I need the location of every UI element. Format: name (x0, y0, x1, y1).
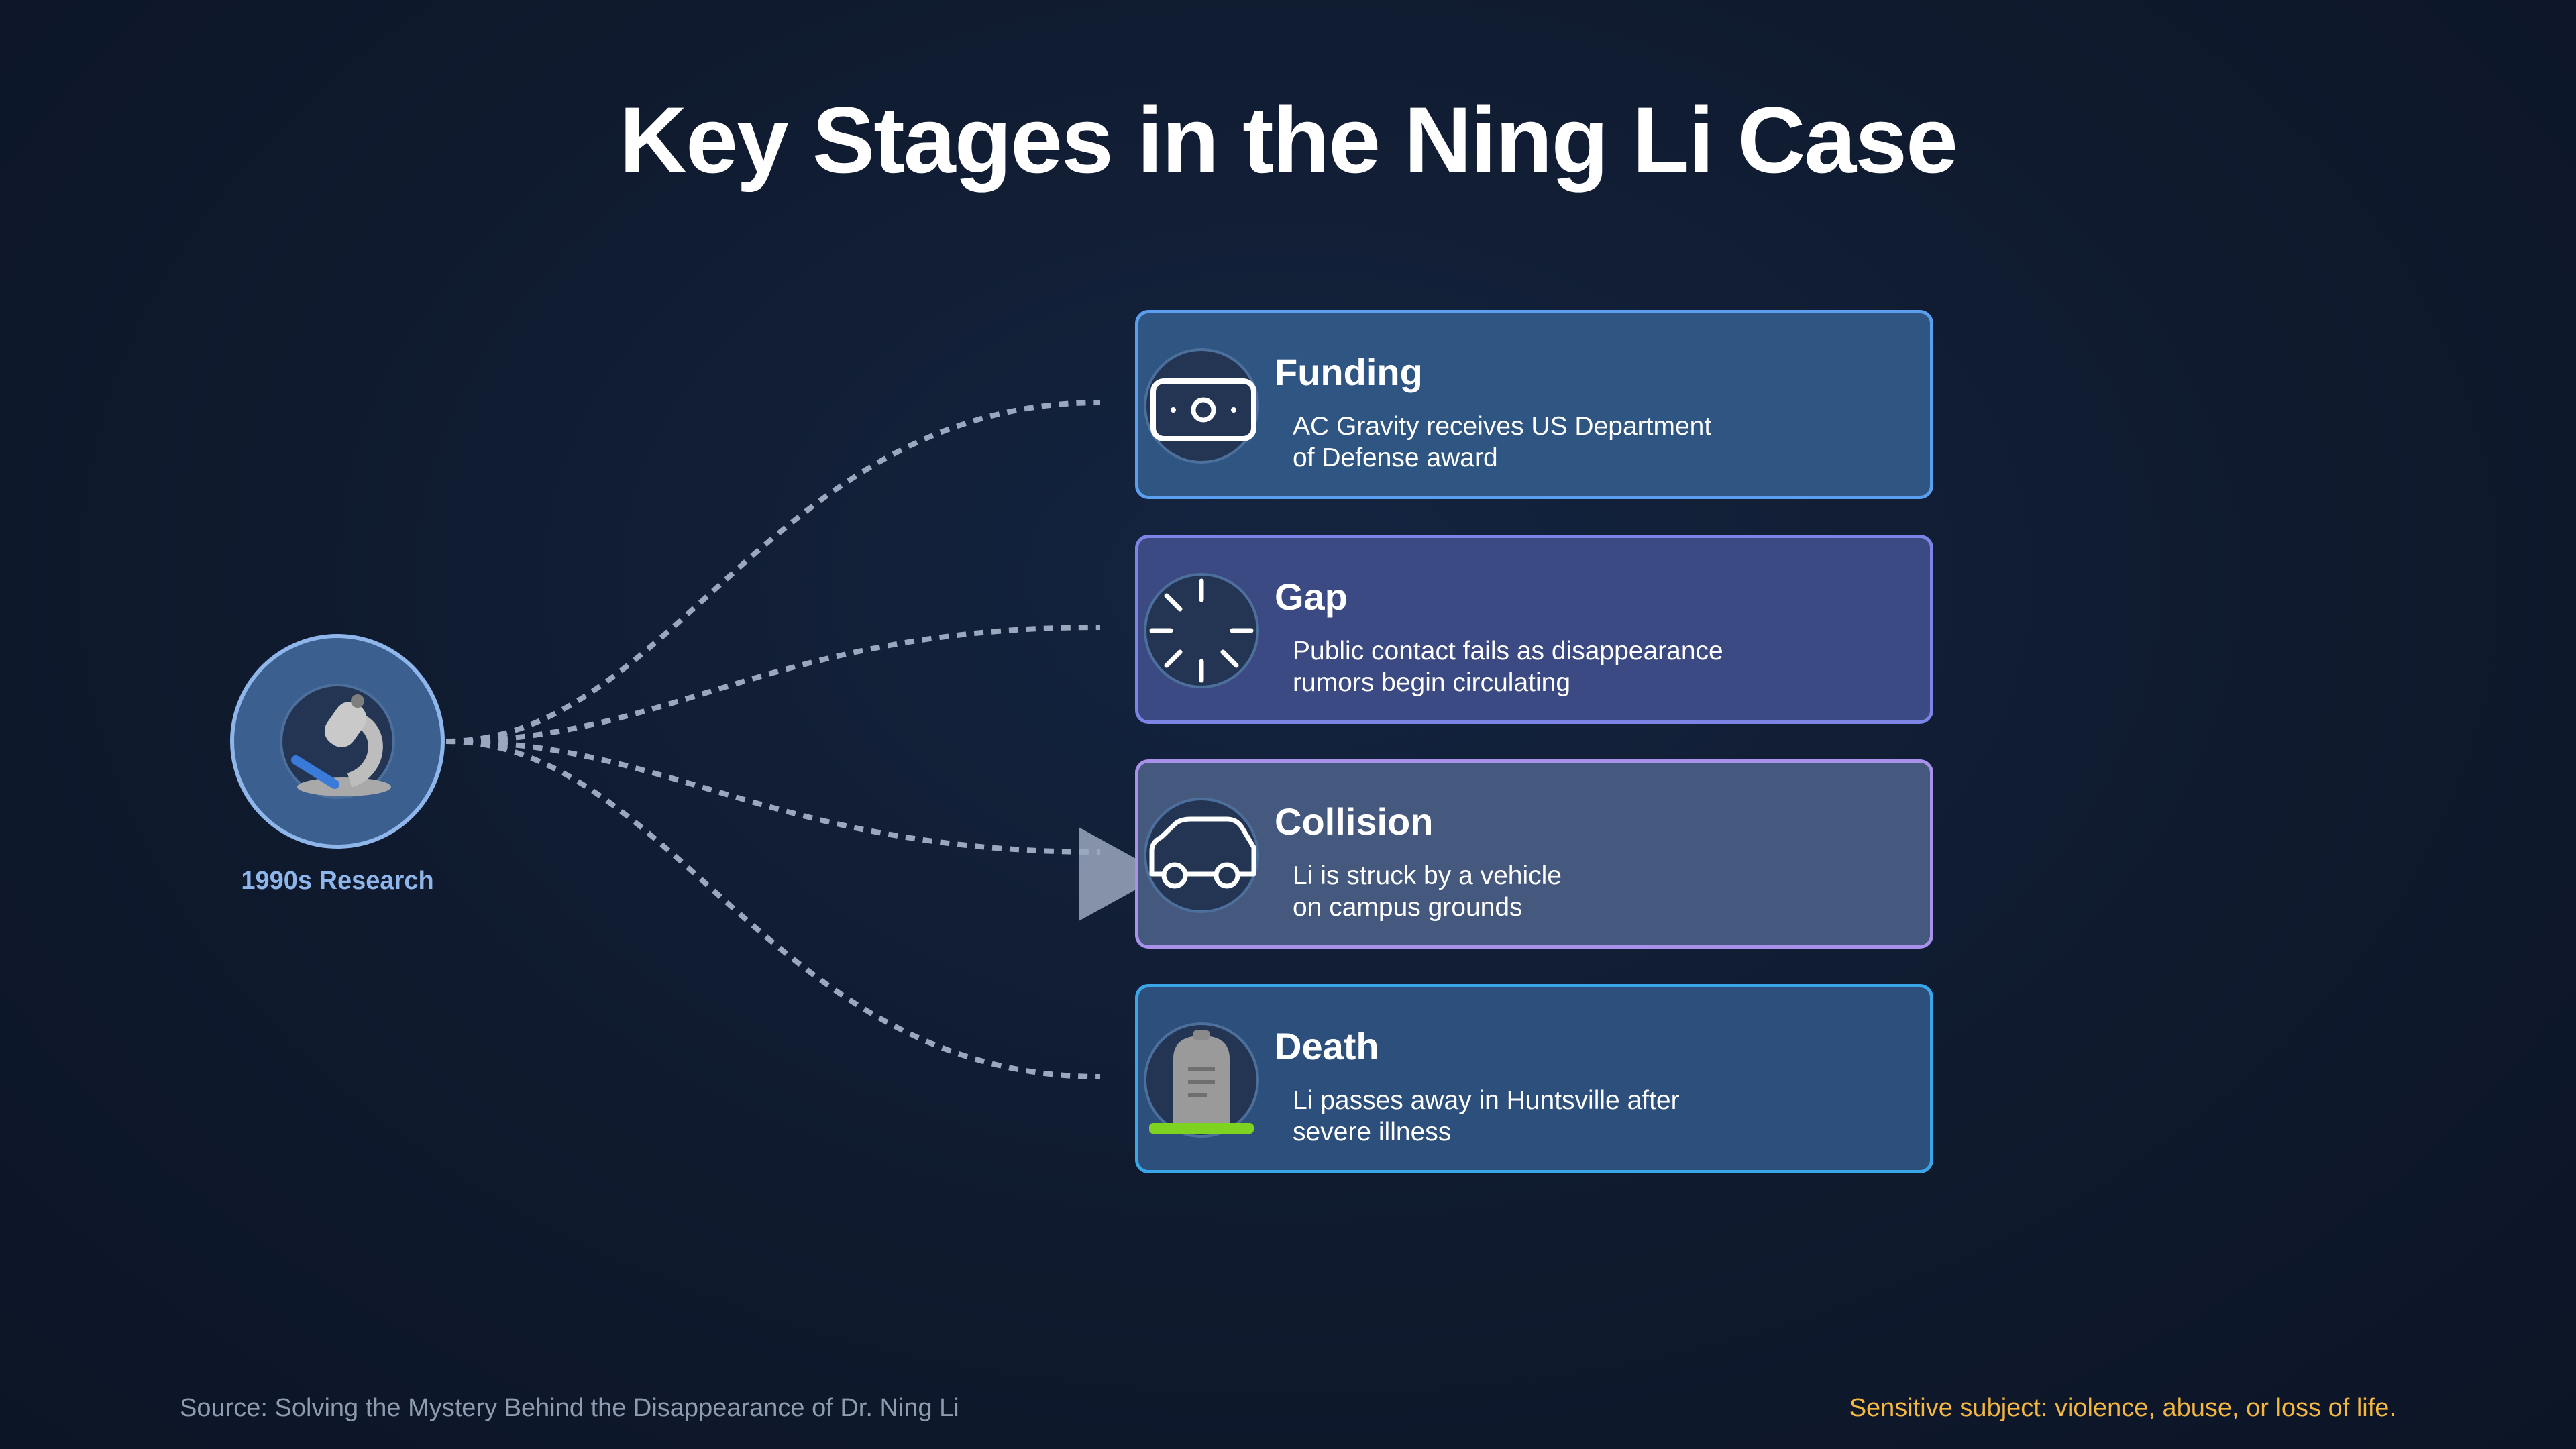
stage-title: Collision (1275, 800, 1434, 843)
stage-description-line: Li is struck by a vehicle (1293, 861, 1562, 890)
content-warning: Sensitive subject: violence, abuse, or l… (1849, 1394, 2396, 1422)
stage-description-line: rumors begin circulating (1293, 668, 1571, 697)
arrow-head-icon (1079, 827, 1164, 921)
connector-death (445, 739, 1101, 1079)
page-title: Key Stages in the Ning Li Case (619, 87, 1958, 193)
stage-description-line: Public contact fails as disappearance (1293, 637, 1723, 665)
stage-description-line: on campus grounds (1293, 893, 1523, 922)
stage-card-funding: Funding AC Gravity receives US Departmen… (1135, 310, 1933, 499)
stage-description-line: severe illness (1293, 1118, 1452, 1146)
stage-title: Death (1275, 1025, 1379, 1067)
stage-description: Li passes away in Huntsville after sever… (1293, 1085, 1762, 1148)
car-icon (1149, 816, 1256, 889)
collision-icon-circle (1144, 798, 1259, 913)
source-citation: Source: Solving the Mystery Behind the D… (180, 1394, 959, 1422)
stage-description: Public contact fails as disappearance ru… (1293, 635, 1762, 698)
source-node (230, 634, 445, 849)
stage-card-collision: Collision Li is struck by a vehicle on c… (1135, 759, 1933, 949)
source-node-label: 1990s Research (241, 867, 434, 895)
stage-description-line: of Defense award (1293, 443, 1498, 472)
stage-description: AC Gravity receives US Department of Def… (1293, 411, 1762, 474)
death-icon-circle (1144, 1022, 1259, 1138)
loading-spinner-icon (1149, 578, 1254, 683)
stage-description-line: Li passes away in Huntsville after (1293, 1086, 1680, 1115)
funding-icon-circle (1144, 348, 1259, 464)
money-bill-icon (1150, 378, 1256, 441)
stage-card-death: Death Li passes away in Huntsville after… (1135, 984, 1933, 1173)
stage-title: Gap (1275, 576, 1348, 618)
source-node-inner (280, 684, 395, 799)
connector-collision (445, 739, 1101, 855)
stage-description: Li is struck by a vehicle on campus grou… (1293, 860, 1762, 923)
headstone-icon (1149, 1030, 1254, 1134)
connector-gap (445, 625, 1101, 744)
stage-description-line: AC Gravity receives US Department (1293, 412, 1712, 441)
stage-title: Funding (1275, 351, 1423, 393)
microscope-icon (291, 694, 391, 796)
stage-card-gap: Gap Public contact fails as disappearanc… (1135, 535, 1933, 724)
connector-funding (445, 400, 1101, 744)
gap-icon-circle (1144, 573, 1259, 688)
